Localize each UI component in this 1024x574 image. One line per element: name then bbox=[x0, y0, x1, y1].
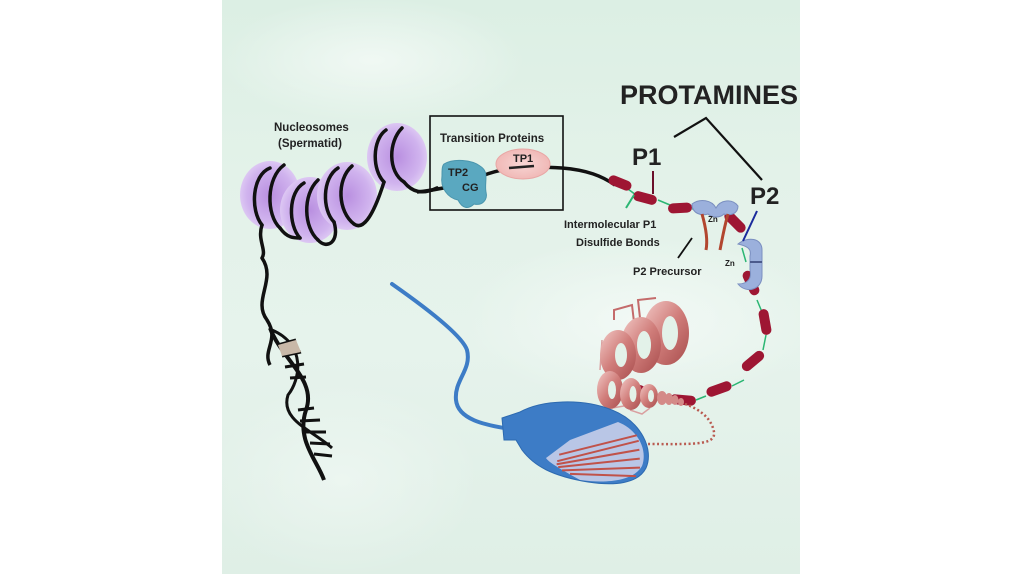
condensed-chromatin-dots bbox=[556, 434, 641, 478]
p2-pointer bbox=[742, 210, 758, 242]
p1-segment bbox=[608, 175, 632, 191]
nucleosome-group bbox=[240, 123, 439, 260]
transition-proteins-box bbox=[429, 115, 564, 211]
toroid-coil bbox=[597, 297, 689, 415]
p1-segment bbox=[706, 381, 732, 397]
p1-segment bbox=[668, 202, 692, 214]
disulfide-pointer bbox=[625, 194, 635, 209]
zn-label-2: Zn bbox=[725, 259, 735, 268]
nucleosome bbox=[317, 162, 377, 230]
tp2-protein bbox=[441, 159, 487, 208]
p1-label: P1 bbox=[632, 144, 661, 171]
zn-precursor-structure: Zn bbox=[691, 200, 739, 251]
nucleosomes-label: Nucleosomes bbox=[274, 122, 349, 134]
spermatid-label: (Spermatid) bbox=[278, 138, 342, 150]
tp1-protein bbox=[495, 148, 551, 180]
disulfide-label-line1: Intermolecular P1 bbox=[564, 219, 656, 231]
p2-precursor-label: P2 Precursor bbox=[633, 266, 702, 278]
p2-precursor-pointer bbox=[677, 237, 693, 259]
protamines-bracket bbox=[673, 116, 763, 181]
tp1-label: TP1 bbox=[513, 153, 533, 165]
p1-segment bbox=[633, 191, 657, 205]
dna-linker-strand bbox=[260, 257, 274, 366]
dna-double-helix bbox=[268, 327, 334, 481]
protamines-title: PROTAMINES bbox=[620, 80, 798, 110]
p2-zn-structure: Zn bbox=[725, 238, 763, 291]
sperm-tail bbox=[390, 282, 506, 430]
sperm-head bbox=[501, 401, 649, 485]
disulfide-label-line2: Disulfide Bonds bbox=[576, 237, 660, 249]
p1-segment bbox=[724, 211, 746, 233]
nucleosome bbox=[367, 123, 427, 191]
tp2-label: TP2 bbox=[448, 167, 468, 179]
p2-label: P2 bbox=[750, 183, 779, 210]
zn-label-1: Zn bbox=[708, 215, 718, 224]
protamine-diagram: PROTAMINES bbox=[240, 80, 798, 485]
cg-label: CG bbox=[462, 182, 479, 194]
transition-proteins-label: Transition Proteins bbox=[440, 133, 544, 145]
p1-segment bbox=[741, 350, 765, 372]
diagram-slide: PROTAMINES bbox=[222, 0, 800, 574]
p1-segment bbox=[758, 309, 772, 335]
